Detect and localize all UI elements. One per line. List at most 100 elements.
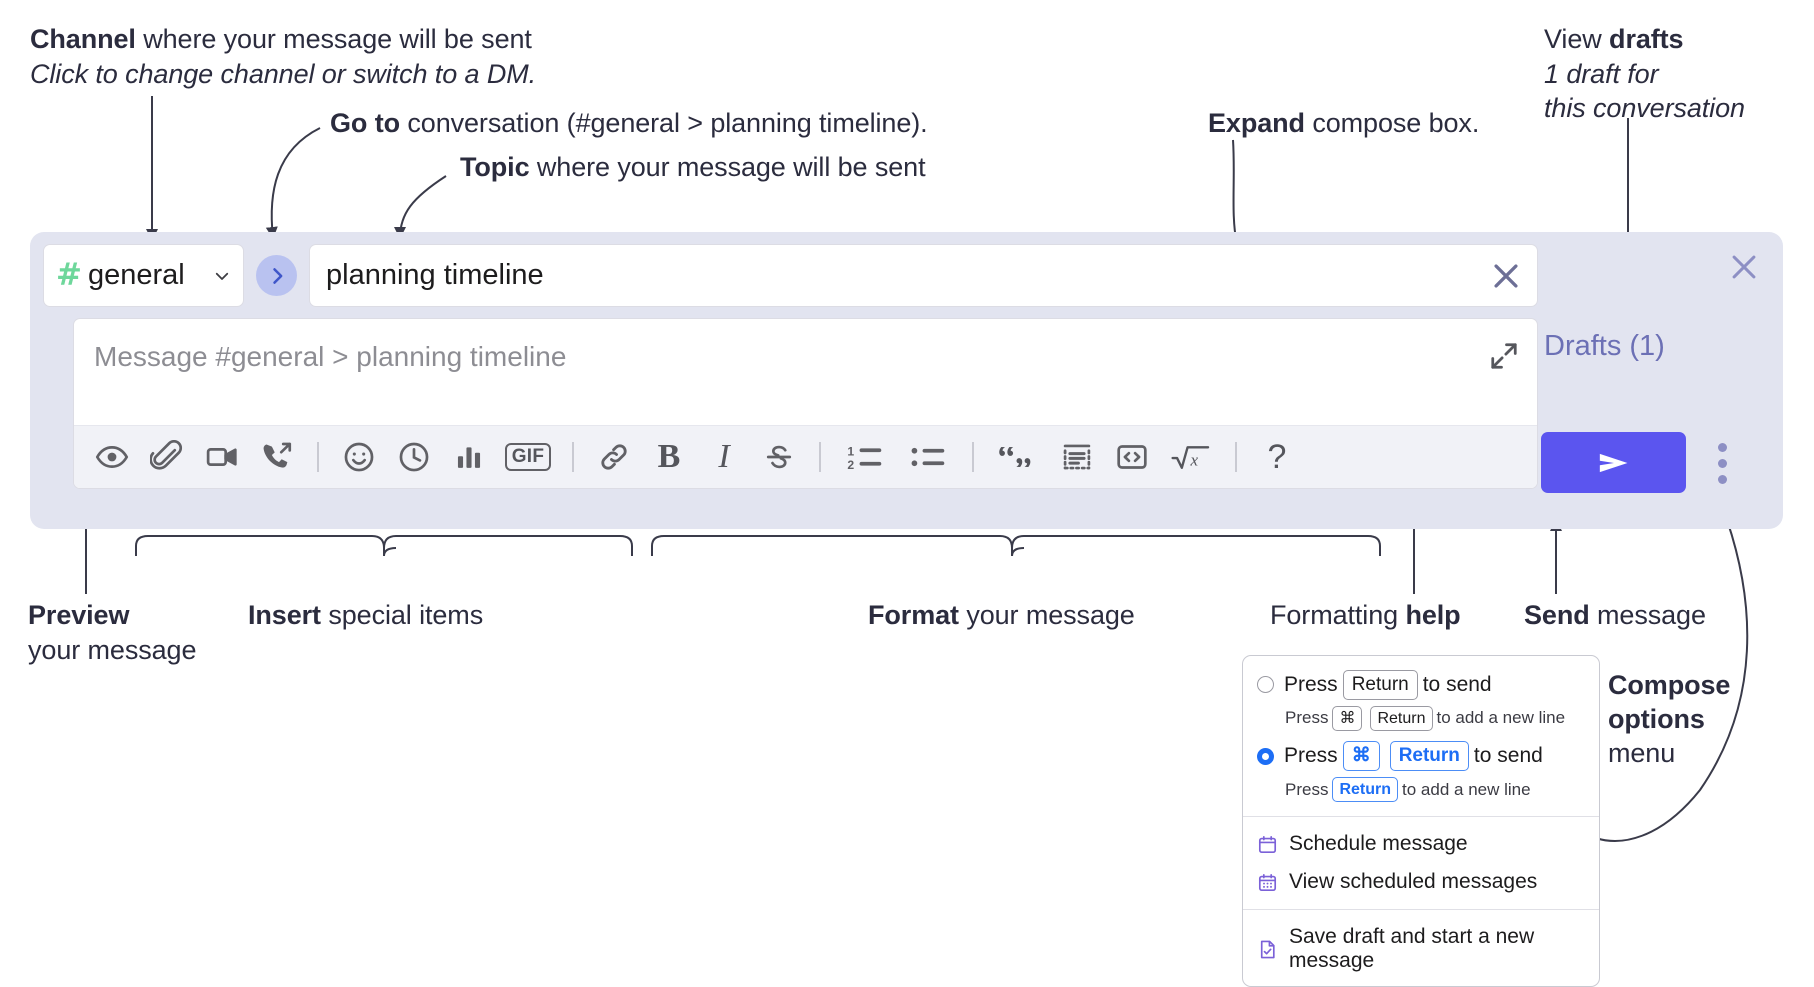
radio-unselected[interactable] (1257, 676, 1274, 694)
attachment-paperclip-icon[interactable] (143, 434, 191, 480)
annotation-topic: Topic where your message will be sent (460, 150, 926, 185)
message-input[interactable]: Message #general > planning timeline (74, 319, 1537, 429)
annotation-insert-rest: special items (320, 600, 484, 630)
annotation-compose-options-bold1: Compose (1608, 670, 1731, 700)
preview-icon[interactable] (88, 434, 136, 480)
poll-bar-chart-icon[interactable] (445, 434, 493, 480)
annotation-format-bold: Format (868, 600, 959, 630)
annotation-channel-rest: where your message will be sent (135, 24, 532, 54)
toolbar-divider (317, 442, 319, 472)
annotation-help-bold: help (1405, 600, 1461, 630)
annotation-goto: Go to conversation (#general > planning … (330, 106, 928, 141)
key-return: Return (1332, 776, 1399, 803)
video-camera-icon[interactable] (198, 434, 246, 480)
annotation-expand-bold: Expand (1208, 108, 1305, 138)
option1-pre: Press (1284, 672, 1338, 696)
italic-icon[interactable]: I (700, 434, 748, 480)
topic-input[interactable]: planning timeline (309, 244, 1538, 307)
message-placeholder: Message #general > planning timeline (94, 341, 567, 372)
send-paper-plane-icon (1599, 453, 1627, 472)
menu-item-schedule-message[interactable]: Schedule message (1243, 825, 1599, 863)
save-draft-icon (1260, 940, 1275, 959)
expand-diagonal-icon[interactable] (1489, 341, 1519, 371)
chevron-right-icon (272, 267, 282, 284)
menu-divider (1243, 909, 1599, 911)
svg-text:2: 2 (847, 458, 854, 472)
option2-pre: Press (1284, 744, 1338, 768)
annotation-expand: Expand compose box. (1208, 106, 1479, 141)
math-sqrt-icon[interactable]: x (1163, 434, 1219, 480)
annotation-insert: Insert special items (248, 598, 483, 633)
compose-options-menu: Press Return to send Press ⌘ Return to a… (1242, 655, 1600, 987)
annotation-help-lead: Formatting (1270, 600, 1406, 630)
message-editor: Message #general > planning timeline (73, 318, 1538, 489)
drafts-link[interactable]: Drafts (1) (1544, 330, 1665, 362)
annotation-expand-rest: compose box. (1304, 108, 1480, 138)
annotation-goto-bold: Go to (330, 108, 400, 138)
send-button[interactable] (1541, 432, 1686, 493)
compose-options-button[interactable] (1707, 440, 1737, 486)
calendar-schedule-icon (1258, 835, 1277, 854)
code-block-icon[interactable] (1053, 434, 1101, 480)
annotation-send-bold: Send (1524, 600, 1590, 630)
annotation-preview-bold: Preview (28, 600, 130, 630)
calendar-grid-icon (1258, 873, 1277, 892)
more-vertical-dot (1717, 442, 1727, 452)
menu-item-label: Schedule message (1289, 832, 1468, 856)
huddle-phone-icon[interactable] (253, 434, 301, 480)
menu-item-label: Save draft and start a new message (1289, 925, 1535, 973)
goto-conversation-button[interactable] (256, 255, 297, 296)
menu-divider (1243, 816, 1599, 818)
menu-item-view-scheduled-messages[interactable]: View scheduled messages (1243, 863, 1599, 901)
radio-selected[interactable] (1257, 747, 1274, 765)
key-return: Return (1389, 741, 1469, 771)
option2-sub-pre: Press (1285, 779, 1329, 799)
menu-item-label: View scheduled messages (1289, 870, 1538, 894)
italic-label: I (718, 438, 730, 475)
annotation-compose-options: Compose options menu (1608, 668, 1730, 770)
menu-option1-subtext: Press ⌘ Return to add a new line (1243, 704, 1599, 738)
annotation-topic-bold: Topic (460, 152, 530, 182)
menu-option-cmd-return-to-send[interactable]: Press ⌘ Return to send (1243, 737, 1599, 775)
annotation-format: Format your message (868, 598, 1135, 633)
clock-icon[interactable] (390, 434, 438, 480)
close-icon[interactable] (1727, 250, 1761, 284)
bold-icon[interactable]: B (645, 434, 693, 480)
toolbar-divider (819, 442, 821, 472)
blockquote-icon[interactable] (990, 434, 1046, 480)
option1-post: to send (1422, 672, 1492, 696)
annotation-drafts: View drafts 1 draft for this conversatio… (1544, 22, 1745, 126)
formatting-help-icon[interactable]: ? (1253, 434, 1301, 480)
help-label: ? (1267, 438, 1287, 476)
annotation-preview-sub: your message (28, 634, 197, 665)
option1-sub-post: to add a new line (1436, 708, 1566, 728)
annotation-preview: Preview your message (28, 598, 196, 667)
menu-option2-subtext: Press Return to add a new line (1243, 775, 1599, 809)
link-icon[interactable] (590, 434, 638, 480)
channel-selector[interactable]: # general (43, 244, 244, 307)
compose-header-row: # general planning timeline (43, 244, 1538, 307)
annotation-drafts-lead: View (1544, 24, 1610, 54)
toolbar-divider (972, 442, 974, 472)
annotation-insert-bold: Insert (248, 600, 321, 630)
annotation-help: Formatting help (1270, 598, 1461, 633)
annotation-drafts-bold: drafts (1609, 24, 1684, 54)
annotation-channel: Channel where your message will be sent … (30, 22, 536, 91)
strikethrough-icon[interactable] (755, 434, 803, 480)
key-cmd: ⌘ (1332, 705, 1363, 732)
close-icon[interactable] (1489, 259, 1523, 293)
annotation-compose-options-bold2: options (1608, 704, 1705, 735)
menu-option-return-to-send[interactable]: Press Return to send (1243, 666, 1599, 704)
option2-post: to send (1473, 744, 1543, 768)
emoji-smiley-icon[interactable] (335, 434, 383, 480)
annotation-topic-rest: where your message will be sent (529, 152, 926, 182)
gif-icon[interactable]: GIF (500, 434, 556, 480)
code-icon[interactable] (1108, 434, 1156, 480)
annotation-channel-sub: Click to change channel or switch to a D… (30, 58, 537, 89)
gif-label: GIF (504, 443, 552, 471)
menu-item-save-draft[interactable]: Save draft and start a new message (1243, 918, 1599, 980)
annotation-send: Send message (1524, 598, 1706, 633)
bulleted-list-icon[interactable] (900, 434, 956, 480)
